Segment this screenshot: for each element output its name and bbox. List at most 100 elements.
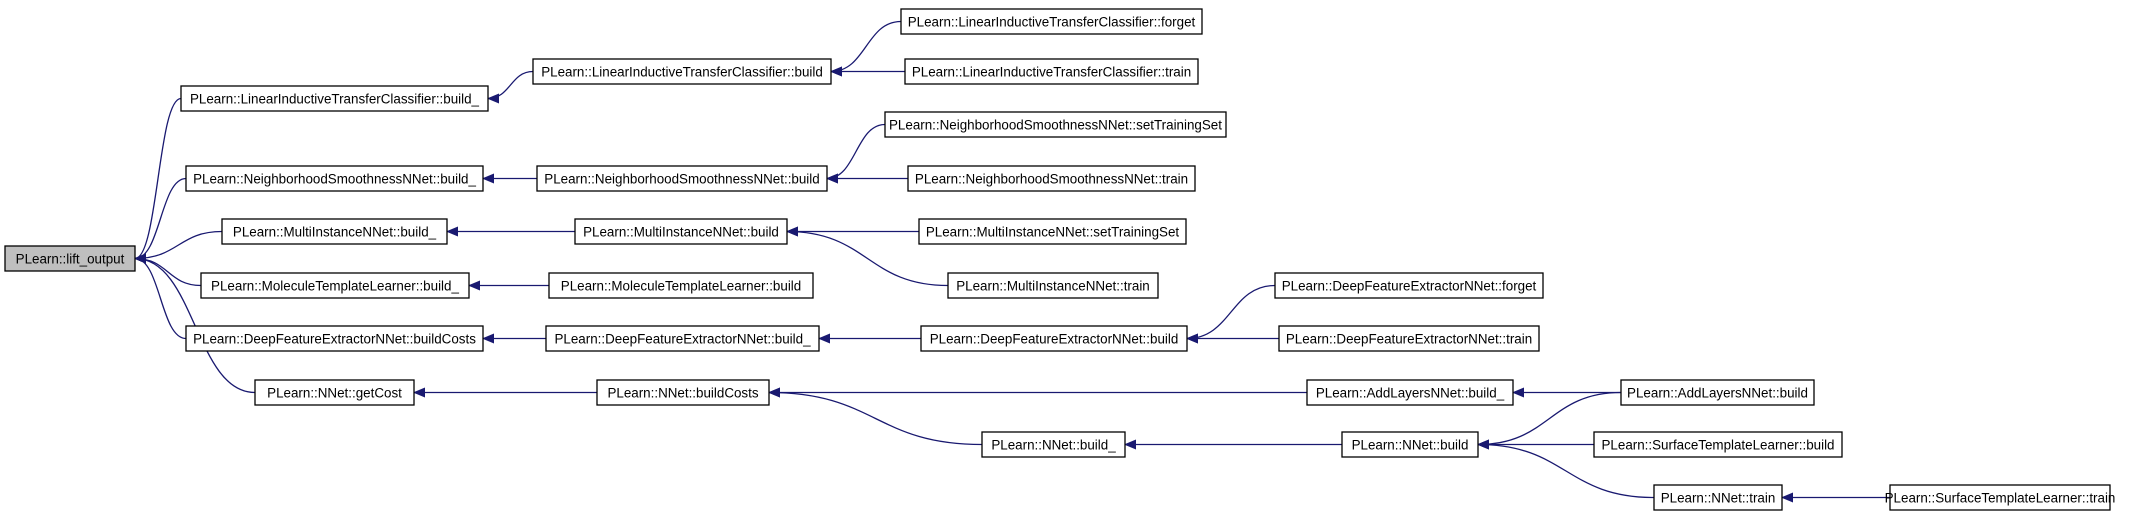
graph-node[interactable]: PLearn::NeighborhoodSmoothnessNNet::buil… xyxy=(536,165,828,192)
node-label: PLearn::NeighborhoodSmoothnessNNet::setT… xyxy=(889,118,1222,133)
edge-n24-to-n21 xyxy=(768,387,983,446)
graph-node[interactable]: PLearn::MultiInstanceNNet::build xyxy=(574,218,788,245)
node-box xyxy=(185,165,484,192)
node-box xyxy=(4,245,136,272)
node-label: PLearn::DeepFeatureExtractorNNet::build_ xyxy=(554,332,811,347)
node-label: PLearn::DeepFeatureExtractorNNet::buildC… xyxy=(193,332,476,347)
graph-node[interactable]: PLearn::DeepFeatureExtractorNNet::build_ xyxy=(545,325,820,352)
node-box xyxy=(221,218,448,245)
node-label: PLearn::AddLayersNNet::build_ xyxy=(1316,386,1505,401)
node-box xyxy=(920,325,1188,352)
graph-node[interactable]: PLearn::AddLayersNNet::build xyxy=(1620,379,1815,406)
node-box xyxy=(548,272,814,299)
node-box xyxy=(918,218,1187,245)
graph-node[interactable]: PLearn::DeepFeatureExtractorNNet::forget xyxy=(1274,272,1544,299)
node-label: PLearn::NeighborhoodSmoothnessNNet::trai… xyxy=(915,172,1188,187)
graph-node[interactable]: PLearn::DeepFeatureExtractorNNet::build xyxy=(920,325,1188,352)
node-label: PLearn::NeighborhoodSmoothnessNNet::buil… xyxy=(544,172,819,187)
node-box xyxy=(596,379,770,406)
node-box xyxy=(1278,325,1540,352)
node-box xyxy=(536,165,828,192)
node-layer: PLearn::lift_output PLearn::LinearInducti… xyxy=(4,8,2116,511)
node-box xyxy=(545,325,820,352)
node-label: PLearn::DeepFeatureExtractorNNet::forget xyxy=(1282,279,1537,294)
graph-node[interactable]: PLearn::LinearInductiveTransferClassifie… xyxy=(904,58,1199,85)
node-label: PLearn::NNet::train xyxy=(1661,491,1776,506)
edge-n12-to-n10 xyxy=(786,226,949,287)
node-box xyxy=(574,218,788,245)
graph-node[interactable]: PLearn::NNet::buildCosts xyxy=(596,379,770,406)
node-box xyxy=(185,325,484,352)
node-label: PLearn::NNet::build_ xyxy=(991,438,1116,453)
edge-n5-to-n0 xyxy=(134,177,187,264)
node-label: PLearn::SurfaceTemplateLearner::train xyxy=(1885,491,2116,506)
node-label: PLearn::NeighborhoodSmoothnessNNet::buil… xyxy=(193,172,476,187)
graph-node[interactable]: PLearn::DeepFeatureExtractorNNet::train xyxy=(1278,325,1540,352)
graph-node[interactable]: PLearn::LinearInductiveTransferClassifie… xyxy=(532,58,832,85)
graph-node[interactable]: PLearn::MultiInstanceNNet::train xyxy=(947,272,1159,299)
node-box xyxy=(1593,431,1843,458)
node-label: PLearn::LinearInductiveTransferClassifie… xyxy=(912,65,1191,80)
graph-node[interactable]: PLearn::NeighborhoodSmoothnessNNet::setT… xyxy=(884,111,1227,138)
node-label: PLearn::LinearInductiveTransferClassifie… xyxy=(908,15,1196,30)
edge-n9-to-n0 xyxy=(134,230,223,264)
edge-n2-to-n1 xyxy=(487,70,534,104)
graph-node[interactable]: PLearn::SurfaceTemplateLearner::train xyxy=(1885,484,2116,511)
node-box xyxy=(947,272,1159,299)
node-label: PLearn::MoleculeTemplateLearner::build_ xyxy=(211,279,459,294)
node-box xyxy=(532,58,832,85)
edge-n27-to-n25 xyxy=(1477,439,1655,499)
node-label: PLearn::LinearInductiveTransferClassifie… xyxy=(190,92,480,107)
node-box xyxy=(907,165,1196,192)
node-label: PLearn::DeepFeatureExtractorNNet::train xyxy=(1286,332,1532,347)
node-label: PLearn::MultiInstanceNNet::setTrainingSe… xyxy=(926,225,1180,240)
graph-node[interactable]: PLearn::LinearInductiveTransferClassifie… xyxy=(180,85,489,112)
node-box xyxy=(1653,484,1783,511)
root-node[interactable]: PLearn::lift_output xyxy=(4,245,136,272)
graph-node[interactable]: PLearn::NNet::build xyxy=(1341,431,1479,458)
graph-node[interactable]: PLearn::MoleculeTemplateLearner::build_ xyxy=(200,272,470,299)
node-label: PLearn::SurfaceTemplateLearner::build xyxy=(1602,438,1835,453)
edge-n7-to-n6 xyxy=(826,123,886,184)
node-label: PLearn::NNet::buildCosts xyxy=(607,386,758,401)
graph-node[interactable]: PLearn::LinearInductiveTransferClassifie… xyxy=(900,8,1203,35)
edge-n1-to-n0 xyxy=(134,97,182,264)
graph-node[interactable]: PLearn::NNet::build_ xyxy=(981,431,1126,458)
edge-n15-to-n0 xyxy=(134,253,187,340)
node-box xyxy=(900,8,1203,35)
graph-node[interactable]: PLearn::NNet::train xyxy=(1653,484,1783,511)
graph-node[interactable]: PLearn::NeighborhoodSmoothnessNNet::buil… xyxy=(185,165,484,192)
edge-n18-to-n17 xyxy=(1186,284,1276,344)
graph-node[interactable]: PLearn::NNet::getCost xyxy=(254,379,415,406)
node-box xyxy=(1620,379,1815,406)
node-box xyxy=(1889,484,2111,511)
node-label: PLearn::MultiInstanceNNet::build xyxy=(583,225,779,240)
node-box xyxy=(884,111,1227,138)
node-box xyxy=(1274,272,1544,299)
graph-node[interactable]: PLearn::MultiInstanceNNet::setTrainingSe… xyxy=(918,218,1187,245)
node-box xyxy=(981,431,1126,458)
graph-node[interactable]: PLearn::SurfaceTemplateLearner::build xyxy=(1593,431,1843,458)
graph-node[interactable]: PLearn::NeighborhoodSmoothnessNNet::trai… xyxy=(907,165,1196,192)
node-label: PLearn::MoleculeTemplateLearner::build xyxy=(561,279,801,294)
graph-node[interactable]: PLearn::MoleculeTemplateLearner::build xyxy=(548,272,814,299)
graph-node[interactable]: PLearn::DeepFeatureExtractorNNet::buildC… xyxy=(185,325,484,352)
node-box xyxy=(1306,379,1514,406)
graph-node[interactable]: PLearn::AddLayersNNet::build_ xyxy=(1306,379,1514,406)
node-box xyxy=(180,85,489,112)
node-label: PLearn::MultiInstanceNNet::build_ xyxy=(233,225,437,240)
node-label: PLearn::NNet::build xyxy=(1352,438,1469,453)
node-box xyxy=(1341,431,1479,458)
edge-layer xyxy=(134,20,1891,503)
node-label: PLearn::LinearInductiveTransferClassifie… xyxy=(541,65,823,80)
node-box xyxy=(254,379,415,406)
edge-n3-to-n2 xyxy=(830,20,902,77)
node-label: PLearn::MultiInstanceNNet::train xyxy=(956,279,1150,294)
node-box xyxy=(904,58,1199,85)
node-label: PLearn::NNet::getCost xyxy=(267,386,402,401)
graph-node[interactable]: PLearn::MultiInstanceNNet::build_ xyxy=(221,218,448,245)
node-label: PLearn::lift_output xyxy=(16,252,125,267)
node-label: PLearn::DeepFeatureExtractorNNet::build xyxy=(930,332,1179,347)
node-label: PLearn::AddLayersNNet::build xyxy=(1627,386,1808,401)
